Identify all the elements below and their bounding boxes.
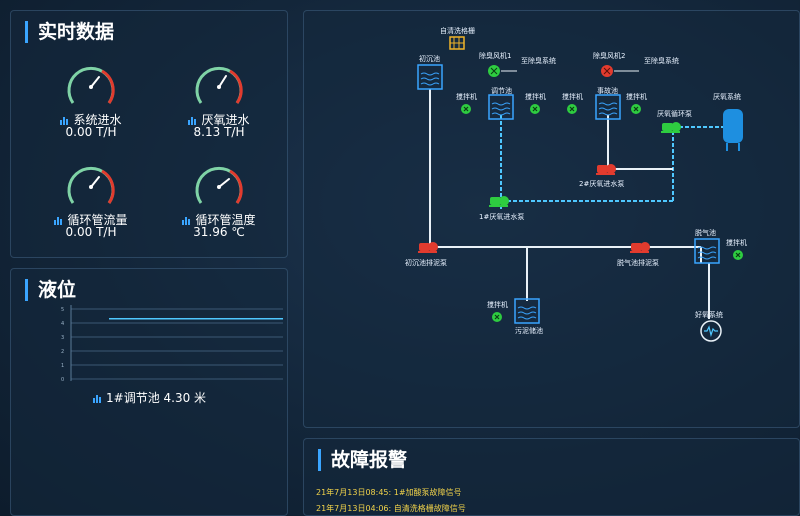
y-tick-label: 5 xyxy=(61,307,64,313)
pump1-icon[interactable] xyxy=(489,196,509,207)
gauge-value: 0.00 T/H xyxy=(65,225,117,239)
anaerobic-circ-pump-label: 厌氧循环泵 xyxy=(657,109,692,118)
gauge-icon xyxy=(195,166,243,204)
gauge-value: 31.96 ℃ xyxy=(193,225,245,239)
process-diagram: 自清洗格栅 初沉池 除臭风机1 至除臭系统 除臭风机2 至除臭系统 搅拌机 调节… xyxy=(405,26,747,342)
degas-tank-label: 脱气池 xyxy=(695,228,716,237)
regulating-tank-label: 调节池 xyxy=(491,86,512,95)
y-tick-label: 4 xyxy=(61,321,64,327)
gauge-label: 循环管流量 xyxy=(31,211,151,228)
y-tick-label: 2 xyxy=(61,349,64,355)
mixer2-label: 搅拌机 xyxy=(525,92,546,101)
bar-chart-icon xyxy=(188,117,197,125)
level-legend: 1#调节池 4.30 米 xyxy=(93,389,206,406)
gauge-value: 8.13 T/H xyxy=(193,125,245,139)
gauge-label: 循环管温度 xyxy=(159,211,279,228)
aerobic-system-icon xyxy=(700,320,722,342)
anaerobic-tank-icon xyxy=(723,109,743,151)
level-chart: 5 4 3 2 1 0 xyxy=(61,305,283,383)
anaerobic-circ-pump-icon[interactable] xyxy=(661,122,681,133)
bar-chart-icon xyxy=(54,217,63,225)
bar-chart-icon xyxy=(182,217,191,225)
y-tick-label: 1 xyxy=(61,363,64,369)
mixer5-label: 搅拌机 xyxy=(726,238,747,247)
accident-tank-icon xyxy=(595,94,621,120)
gauge-label: 系统进水 xyxy=(31,111,151,128)
mixer-icon[interactable] xyxy=(491,311,503,323)
primary-tank-label: 初沉池 xyxy=(419,54,440,63)
aerobic-system-label: 好氧系统 xyxy=(695,310,723,319)
level-panel: 液位 5 4 3 2 1 0 1#调节池 4.30 米 xyxy=(10,268,288,516)
mixer-icon[interactable] xyxy=(460,103,472,115)
anaerobic-system-label: 厌氧系统 xyxy=(713,92,741,101)
aeration-sludge-pump-label: 脱气池排泥泵 xyxy=(617,258,659,267)
alarm-panel: 故障报警 21年7月13日08:45: 1#加酸泵故障信号 21年7月13日04… xyxy=(303,438,800,516)
pipes xyxy=(429,89,723,319)
accident-tank-label: 事故池 xyxy=(597,86,618,95)
alarm-row[interactable]: 21年7月13日08:45: 1#加酸泵故障信号 xyxy=(316,488,462,497)
primary-sludge-pump-icon[interactable] xyxy=(418,242,438,253)
mixer-icon[interactable] xyxy=(566,103,578,115)
deodor-fan-icon[interactable] xyxy=(488,65,500,77)
deodor-fan-icon[interactable] xyxy=(601,65,613,77)
gauge-icon xyxy=(195,66,243,104)
to-deodor2-label: 至除臭系统 xyxy=(644,56,679,65)
alarm-title: 故障报警 xyxy=(318,449,407,471)
y-tick-label: 3 xyxy=(61,335,64,341)
mixer1-label: 搅拌机 xyxy=(456,92,477,101)
pump2-icon[interactable] xyxy=(596,164,616,175)
gauge-icon xyxy=(67,166,115,204)
primary-sludge-pump-label: 初沉池排泥泵 xyxy=(405,258,447,267)
pump2-label: 2#厌氧进水泵 xyxy=(579,179,624,188)
y-tick-label: 0 xyxy=(61,377,64,383)
level-title: 液位 xyxy=(25,279,76,301)
sludge-tank-label: 污泥储池 xyxy=(515,326,543,335)
deodor-fan1-label: 除臭风机1 xyxy=(479,51,511,60)
regulating-tank-icon xyxy=(488,94,514,120)
mixer-icon[interactable] xyxy=(630,103,642,115)
deodor-fan2-label: 除臭风机2 xyxy=(593,51,625,60)
bar-chart-icon xyxy=(60,117,69,125)
pump1-label: 1#厌氧进水泵 xyxy=(479,212,524,221)
sludge-tank-icon xyxy=(514,298,540,324)
alarm-row[interactable]: 21年7月13日04:06: 自清洗格栅故障信号 xyxy=(316,504,466,513)
filter-grid-icon xyxy=(449,36,465,50)
primary-tank-icon xyxy=(417,64,443,90)
filter-label: 自清洗格栅 xyxy=(440,26,475,35)
gauge-icon xyxy=(67,66,115,104)
mixer3-label: 搅拌机 xyxy=(562,92,583,101)
mixer-icon[interactable] xyxy=(732,249,744,261)
to-deodor1-label: 至除臭系统 xyxy=(521,56,556,65)
gauge-value: 0.00 T/H xyxy=(65,125,117,139)
degas-tank-icon xyxy=(694,238,720,264)
mixer4-label: 搅拌机 xyxy=(626,92,647,101)
realtime-panel: 实时数据 系统进水 0.00 T/H 厌氧进水 8.13 T/H 循环管流量 0… xyxy=(10,10,288,258)
realtime-title: 实时数据 xyxy=(25,21,114,43)
bar-chart-icon xyxy=(93,395,101,403)
gauge-label: 厌氧进水 xyxy=(159,111,279,128)
mixer-icon[interactable] xyxy=(529,103,541,115)
process-diagram-panel: 自清洗格栅 初沉池 除臭风机1 至除臭系统 除臭风机2 至除臭系统 搅拌机 调节… xyxy=(303,10,800,428)
mixer6-label: 搅拌机 xyxy=(487,300,508,309)
aeration-sludge-pump-icon[interactable] xyxy=(630,242,650,253)
